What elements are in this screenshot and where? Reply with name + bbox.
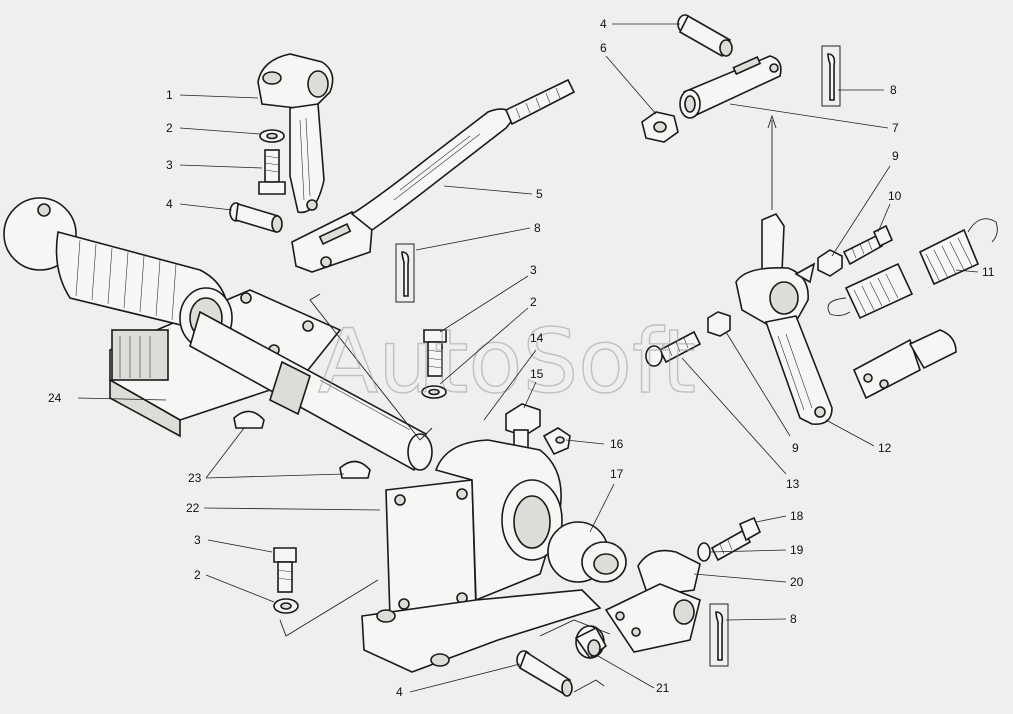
part-4-pin-top: [677, 14, 733, 58]
callout-15: 15: [530, 367, 544, 381]
part-21-bushing: [539, 619, 611, 660]
part-8-cotter-pin-b: [821, 45, 841, 107]
part-14-thrust-lines: [309, 293, 433, 441]
callout-1: 1: [166, 88, 173, 102]
part-12-lever: [735, 114, 833, 425]
callout-3: 3: [166, 158, 173, 172]
callout-4: 4: [396, 685, 403, 699]
part-9-nut-lower: [707, 311, 731, 337]
callout-2: 2: [530, 295, 537, 309]
callout-18: 18: [790, 509, 804, 523]
callout-9: 9: [892, 149, 899, 163]
part-11-spring-small: [827, 262, 914, 320]
part-9-nut-upper: [817, 249, 843, 277]
part-7-clevis-sleeve: [679, 55, 782, 119]
callout-6: 6: [600, 41, 607, 55]
part-5-rod: [291, 78, 576, 273]
callout-2: 2: [166, 121, 173, 135]
callout-17: 17: [610, 467, 624, 481]
part-8-cotter-pin-a: [395, 243, 415, 303]
part-4-pin-bottom: [516, 650, 605, 697]
part-3-bolt-mid: [423, 329, 447, 377]
callout-4: 4: [600, 17, 607, 31]
callout-8: 8: [534, 221, 541, 235]
callout-5: 5: [536, 187, 543, 201]
part-4-pin-left: [229, 202, 283, 234]
callout-3: 3: [530, 263, 537, 277]
part-3-bolt-top: [258, 149, 286, 195]
part-23-keys: [233, 410, 371, 479]
part-13-bolt: [645, 330, 702, 367]
part-22-housing: [279, 439, 602, 673]
callout-10: 10: [888, 189, 902, 203]
part-20-ball-socket: [604, 549, 701, 653]
callout-11: 11: [982, 265, 995, 279]
callout-13: 13: [786, 477, 800, 491]
part-1-lever: [257, 53, 334, 214]
callout-2: 2: [194, 568, 201, 582]
callout-4: 4: [166, 197, 173, 211]
part-2-washer-mid: [421, 385, 447, 399]
callout-8: 8: [790, 612, 797, 626]
part-fork-right: [852, 329, 957, 400]
part-3-bolt-low: [273, 547, 297, 593]
callout-19: 19: [790, 543, 804, 557]
callout-23: 23: [188, 471, 202, 485]
part-shaft: [189, 310, 433, 472]
callout-20: 20: [790, 575, 804, 589]
part-19-spring-washer: [697, 542, 711, 562]
part-2-washer-low: [273, 598, 299, 614]
callout-14: 14: [530, 331, 544, 345]
leader-lines: [77, 23, 979, 693]
part-17-ball-joint: [547, 521, 627, 583]
part-6-nut: [641, 111, 679, 143]
callout-24: 24: [48, 391, 62, 405]
part-18-bolt: [710, 516, 762, 562]
part-10-bolt: [842, 224, 894, 266]
callout-7: 7: [892, 121, 899, 135]
callout-22: 22: [186, 501, 200, 515]
callout-16: 16: [610, 437, 624, 451]
part-16-grease-nipple: [542, 427, 571, 456]
part-8-cotter-pin-c: [709, 603, 729, 667]
callout-3: 3: [194, 533, 201, 547]
callout-8: 8: [890, 83, 897, 97]
watermark: AutoSoft: [318, 310, 696, 413]
callout-12: 12: [878, 441, 892, 455]
part-2-washer-top: [259, 129, 285, 143]
callout-labels: 1 2 3 4 4 6 5 8 7 8 9 10 11 3 2 14 15 16…: [48, 17, 995, 699]
callout-21: 21: [656, 681, 670, 695]
callout-9: 9: [792, 441, 799, 455]
